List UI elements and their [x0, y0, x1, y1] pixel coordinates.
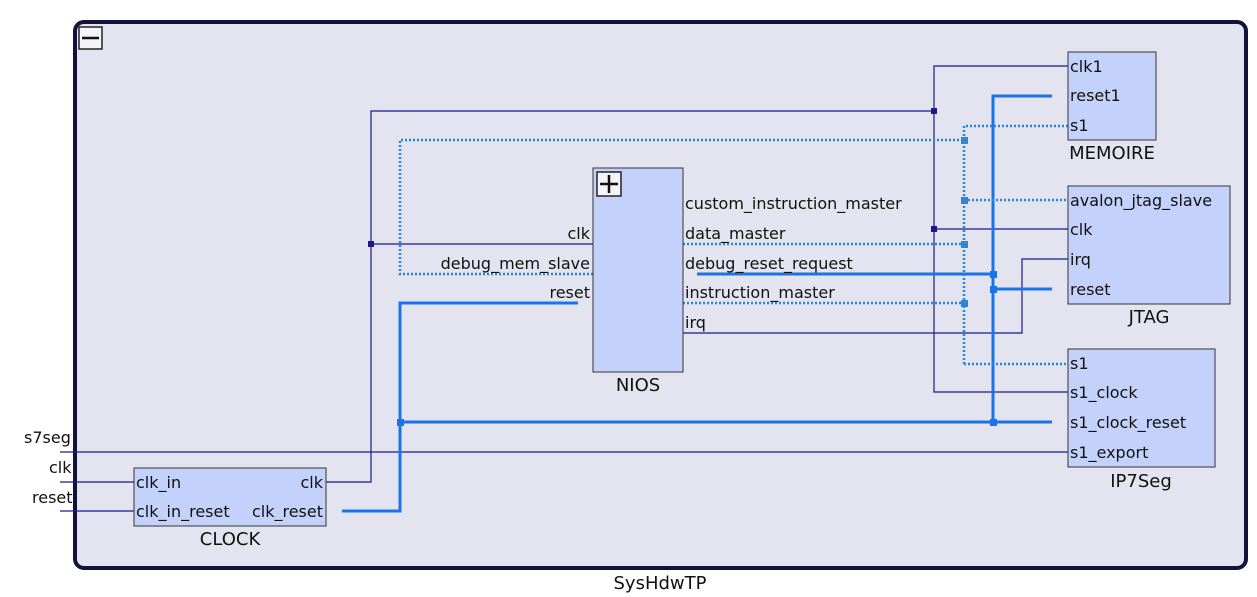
clock-port-clk-reset: clk_reset: [252, 502, 323, 522]
nios-port-reset: reset: [549, 283, 590, 302]
nios-port-irq: irq: [685, 313, 706, 332]
bus-vertical: [962, 124, 1068, 364]
memoire-block[interactable]: clk1 reset1 s1 MEMOIRE: [1067, 51, 1157, 164]
reset-net-nios: [342, 301, 578, 513]
reset-wires: [342, 94, 1052, 513]
nios-port-data-master: data_master: [685, 224, 786, 244]
reset-net-vertical: [991, 94, 1052, 422]
clock-port-clk-in: clk_in: [136, 473, 181, 493]
irq-net: [683, 258, 1068, 334]
nios-block[interactable]: NIOS: [592, 167, 684, 396]
debug-mem-bus: [398, 138, 964, 276]
jtag-block[interactable]: avalon_jtag_slave clk irq reset JTAG: [1067, 185, 1231, 328]
port-reset: reset: [32, 488, 73, 507]
expand-button[interactable]: [596, 171, 622, 197]
jtag-port-reset: reset: [1070, 280, 1111, 299]
nios-port-clk: clk: [567, 224, 590, 243]
jtag-port-irq: irq: [1070, 250, 1091, 269]
jtag-port-avalon-jtag-slave: avalon_jtag_slave: [1070, 191, 1212, 211]
memoire-port-reset1: reset1: [1070, 86, 1121, 105]
jtag-port-clk: clk: [1070, 220, 1093, 239]
memoire-port-s1: s1: [1070, 116, 1089, 135]
clock-block[interactable]: clk_in clk_in_reset clk clk_reset CLOCK: [133, 467, 327, 550]
system-name: SysHdwTP: [614, 573, 707, 594]
port-clk: clk: [49, 458, 72, 477]
clock-name: CLOCK: [200, 529, 262, 550]
ip7seg-name: IP7Seg: [1110, 471, 1172, 492]
nios-port-instruction-master: instruction_master: [685, 283, 835, 303]
avalon-bus-wires: [398, 124, 1068, 366]
clock-port-clk-in-reset: clk_in_reset: [136, 502, 230, 522]
nios-port-custom-instruction-master: custom_instruction_master: [685, 194, 902, 214]
ip7seg-port-s1-clock: s1_clock: [1070, 383, 1138, 403]
jtag-name: JTAG: [1128, 307, 1170, 328]
port-s7seg: s7seg: [24, 428, 71, 447]
ip7seg-port-s1: s1: [1070, 354, 1089, 373]
clock-port-clk: clk: [300, 473, 323, 492]
ip7seg-port-s1-export: s1_export: [1070, 443, 1148, 463]
collapse-button[interactable]: [78, 26, 103, 50]
clock-wires: [60, 65, 1068, 512]
nios-port-debug-reset-request: debug_reset_request: [685, 254, 853, 274]
memoire-name: MEMOIRE: [1069, 143, 1155, 164]
clock-net-main: [326, 110, 934, 483]
ip7seg-block[interactable]: s1 s1_clock s1_clock_reset s1_export IP7…: [1067, 348, 1216, 492]
nios-port-debug-mem-slave: debug_mem_slave: [441, 254, 590, 274]
junctions: [368, 108, 997, 426]
nios-name: NIOS: [616, 375, 660, 396]
memoire-port-clk1: clk1: [1070, 57, 1103, 76]
ip7seg-port-s1-clock-reset: s1_clock_reset: [1070, 413, 1186, 433]
